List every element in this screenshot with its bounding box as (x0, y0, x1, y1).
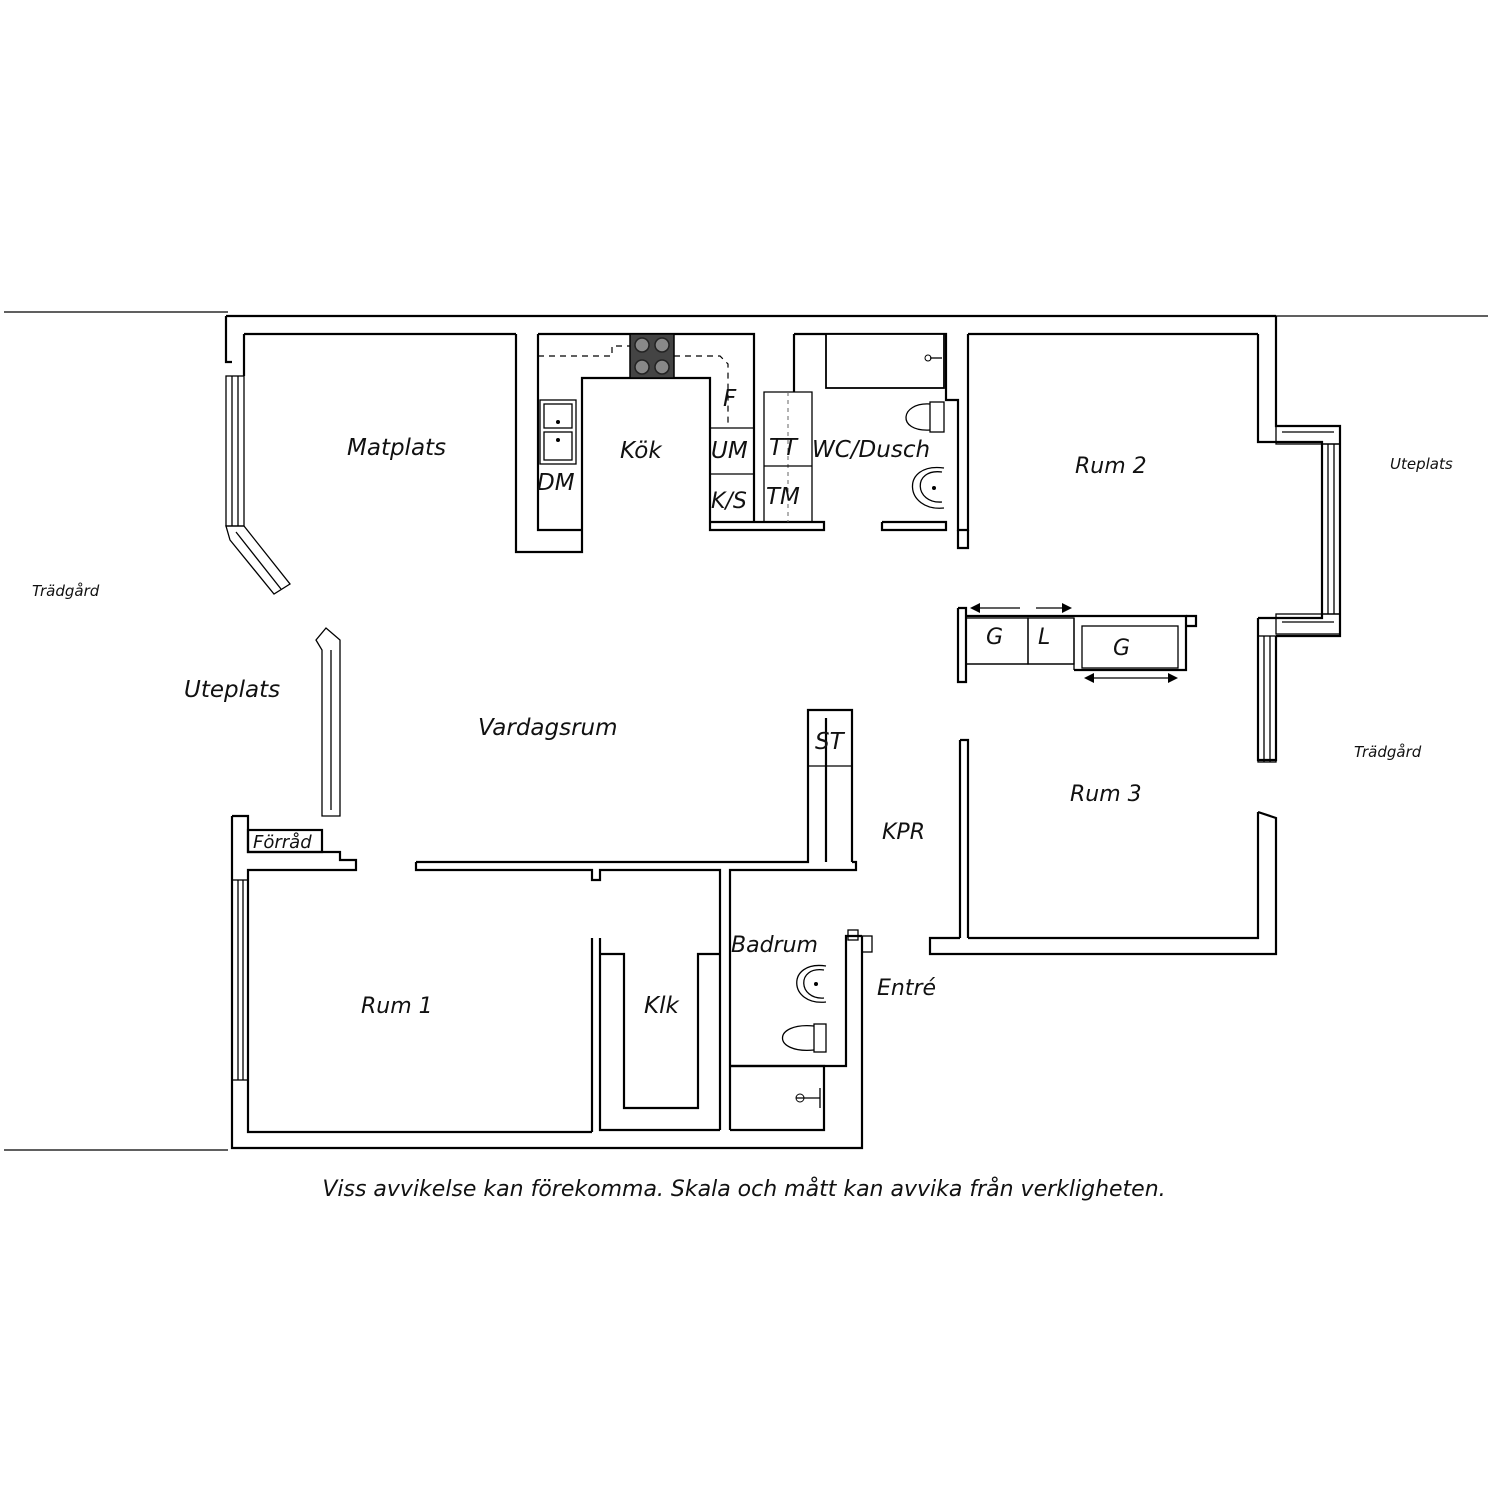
disclaimer-text: Viss avvikelse kan förekomma. Skala och … (322, 1176, 1165, 1202)
label-tt: TT (769, 435, 799, 461)
label-ks: K/S (711, 489, 747, 514)
wc-fixtures (825, 333, 945, 509)
label-klk: Klk (644, 993, 680, 1019)
label-rum3: Rum 3 (1070, 782, 1142, 807)
label-matplats: Matplats (347, 435, 446, 461)
label-forrad: Förråd (253, 832, 312, 853)
label-entre: Entré (877, 976, 936, 1001)
label-uteplats-left: Uteplats (184, 677, 280, 703)
label-f: F (723, 386, 737, 412)
label-vardagsrum: Vardagsrum (478, 715, 618, 741)
label-tradgard-left: Trädgård (32, 582, 100, 600)
bathroom-fixtures (782, 964, 827, 1108)
label-kpr: KPR (882, 820, 925, 845)
label-wardrobe-g2: G (1113, 636, 1130, 661)
label-wardrobe-l: L (1038, 625, 1050, 650)
label-rum2: Rum 2 (1075, 454, 1147, 479)
label-wardrobe-g1: G (986, 625, 1003, 650)
label-kok: Kök (620, 438, 663, 464)
label-badrum: Badrum (731, 933, 818, 958)
room-labels: Matplats Kök DM F UM K/S TT TM WC/Dusch … (32, 386, 1453, 1019)
label-dm: DM (537, 470, 575, 496)
label-wc-dusch: WC/Dusch (812, 437, 930, 463)
interior-walls (246, 332, 970, 1132)
wardrobes (965, 603, 1198, 683)
label-rum1: Rum 1 (361, 994, 433, 1019)
label-st: ST (815, 729, 846, 755)
label-uteplats-right: Uteplats (1390, 455, 1453, 473)
label-um: UM (711, 438, 748, 464)
label-tradgard-right: Trädgård (1354, 743, 1422, 761)
site-boundary-lines (4, 311, 1488, 1151)
kitchen-fixtures (538, 333, 813, 522)
label-tm: TM (766, 484, 800, 510)
windows (225, 375, 1341, 1081)
